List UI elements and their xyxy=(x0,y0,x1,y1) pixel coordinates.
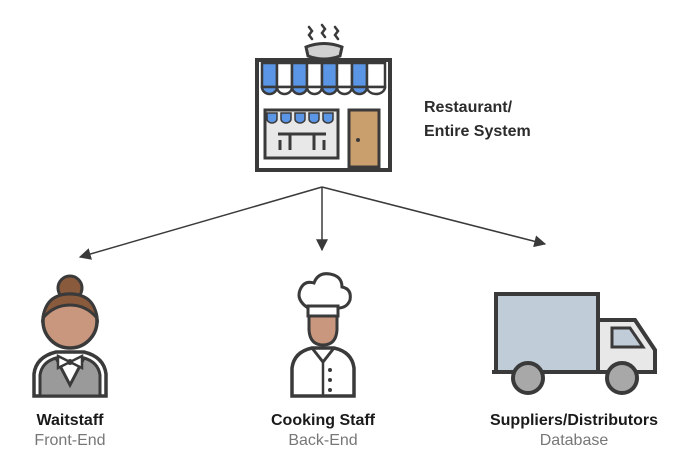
root-label-line1: Restaurant/ xyxy=(424,99,513,116)
suppliers-title: Suppliers/Distributors xyxy=(489,412,659,429)
suppliers-subtitle: Database xyxy=(539,432,609,449)
delivery-truck-icon xyxy=(492,292,657,395)
root-label: Restaurant/ Entire System xyxy=(424,96,531,144)
cooking-staff-subtitle: Back-End xyxy=(288,432,358,449)
waitstaff-label: Waitstaff Front-End xyxy=(0,412,140,450)
arrow-to-suppliers xyxy=(321,186,547,248)
chef-icon xyxy=(290,272,356,398)
suppliers-label: Suppliers/Distributors Database xyxy=(469,412,679,450)
waitstaff-subtitle: Front-End xyxy=(34,432,106,449)
cooking-staff-label: Cooking Staff Back-End xyxy=(243,412,403,450)
connector-arrows xyxy=(78,186,547,260)
waitstaff-title: Waitstaff xyxy=(36,412,104,429)
root-label-line2: Entire System xyxy=(424,123,531,140)
arrow-to-waitstaff xyxy=(78,186,323,260)
waitress-icon xyxy=(32,274,108,398)
cooking-staff-title: Cooking Staff xyxy=(271,412,375,429)
storefront-icon xyxy=(255,23,392,172)
